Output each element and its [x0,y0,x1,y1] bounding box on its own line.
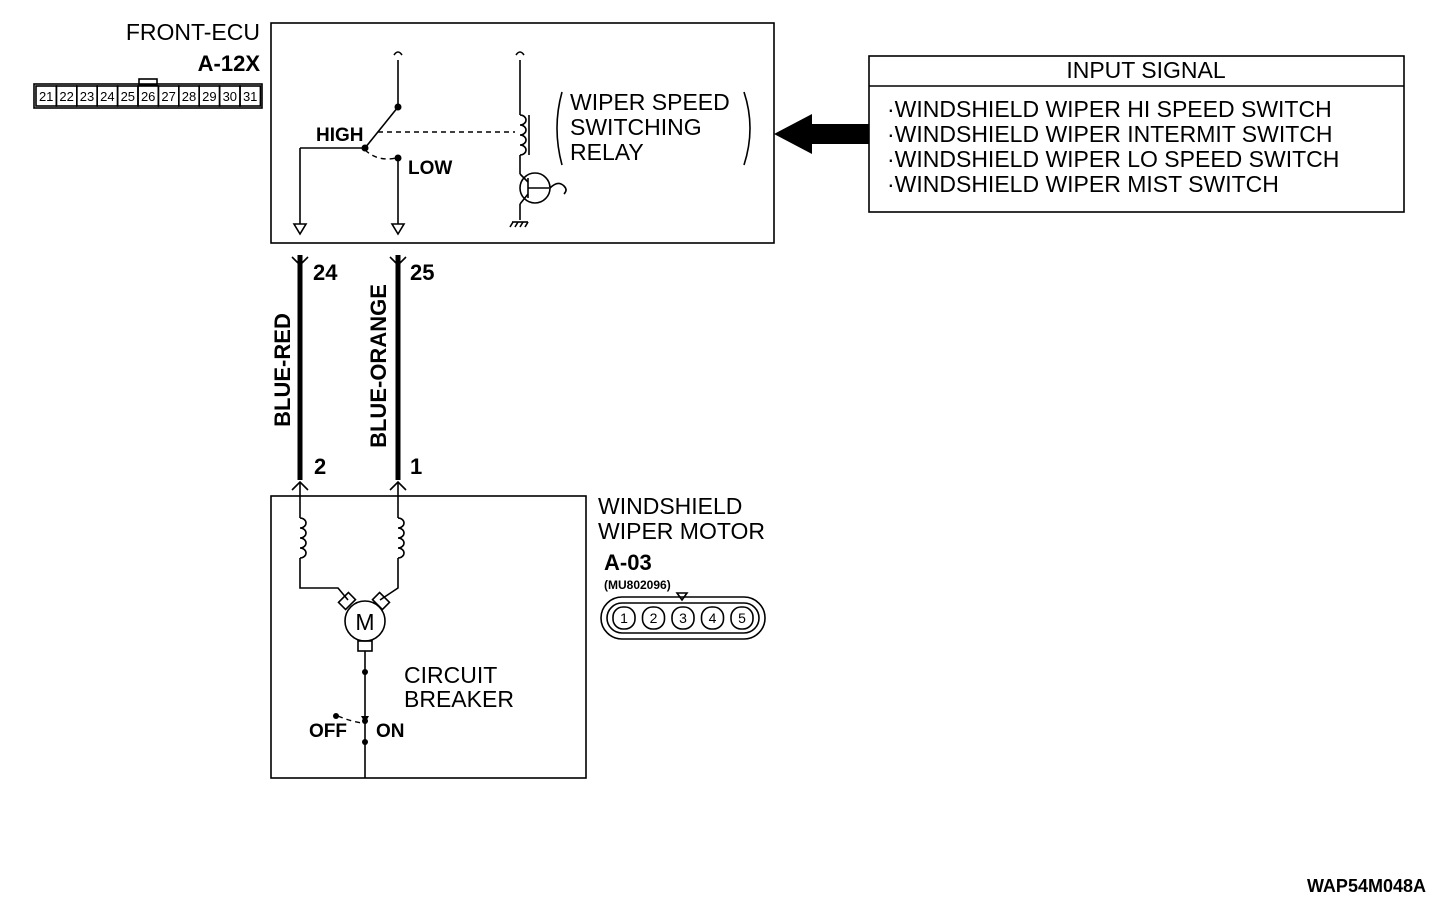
motor-pin-cell [641,606,666,630]
input-signal-arrow [774,114,869,154]
input-signal-box-group: INPUT SIGNAL ·WINDSHIELD WIPER HI SPEED … [868,55,1405,213]
motor-pin-cell [730,606,754,630]
relay-label-paren-left [556,91,563,166]
relay-driver-transistor [519,172,567,205]
relay-label-line-1: WIPER SPEED [570,89,730,115]
ecu-pin-label: 27 [161,89,175,104]
breaker-label-line-2: BREAKER [404,686,514,712]
front-ecu-connector-key [138,78,158,86]
motor-connector-part-number: (MU802096) [604,578,671,592]
input-signal-title: INPUT SIGNAL [1066,57,1226,83]
relay-low-label: LOW [408,158,452,179]
input-signal-item: ·WINDSHIELD WIPER HI SPEED SWITCH [887,96,1332,122]
relay-label-line-3: RELAY [570,139,644,165]
wiper-motor-section: M CIRCUIT BREAKER OFF ON [270,482,587,779]
motor-pin-label: 4 [709,610,717,626]
wiper-motor-box [270,495,587,779]
front-ecu-connector-outline [33,83,263,109]
relay-switch-travel [364,149,397,160]
ecu-pin-25-label: 25 [410,260,434,285]
figure-code: WAP54M048A [1307,876,1426,896]
coil-wire-break-symbol [515,51,525,56]
breaker-off-label: OFF [309,721,347,742]
breaker-label-line-1: CIRCUIT [404,662,497,688]
front-ecu-pin-row: 21 22 23 24 25 26 27 28 29 30 31 [35,85,262,107]
ecu-pin-label: 26 [141,89,155,104]
motor-inductor-right [397,517,405,559]
motor-connector-code: A-03 [604,550,652,575]
wiper-motor-connector-group: WINDSHIELD WIPER MOTOR A-03 (MU802096) 1… [598,493,766,640]
ecu-pin-label: 28 [182,89,196,104]
breaker-on-label: ON [376,721,405,742]
motor-brush-left [337,591,357,611]
relay-label-paren-right [743,91,751,166]
motor-pin-1-label: 1 [410,454,422,479]
breaker-node [362,669,368,675]
motor-brush-bottom [357,640,373,652]
front-ecu-connector-code: A-12X [198,51,261,76]
motor-connector-pins: 1 2 3 4 5 [612,606,754,630]
input-signal-box [868,55,1405,213]
input-signal-item: ·WINDSHIELD WIPER INTERMIT SWITCH [887,121,1333,147]
relay-high-label: HIGH [316,125,364,146]
input-signal-item: ·WINDSHIELD WIPER MIST SWITCH [887,171,1279,197]
motor-pin-cell [700,606,725,630]
motor-connector-inner [606,602,760,634]
ecu-internal-box [270,22,775,244]
breaker-contact-bottom [362,739,368,745]
wire-color-blue-red: BLUE-RED [270,313,295,427]
front-ecu-connector-group: FRONT-ECU A-12X 21 22 23 24 25 26 27 28 29 30 31 [33,19,263,109]
motor-pin-cell [671,606,695,630]
front-ecu-label: FRONT-ECU [126,19,260,45]
motor-pin-label: 2 [650,610,658,626]
harness-wires: 24 25 BLUE-RED BLUE-ORANGE 2 1 [270,255,434,491]
motor-pin-label: 1 [620,610,628,626]
motor-symbol-label: M [355,609,374,635]
motor-wire-left [299,558,349,601]
relay-label-line-2: SWITCHING [570,114,702,140]
motor-pin-2-label: 2 [314,454,326,479]
motor-pin-cell [612,606,636,630]
motor-wire-right [379,558,399,601]
ecu-pin-label: 22 [59,89,73,104]
ecu-relay-section: HIGH LOW [270,22,775,244]
pin25-terminal-arrow [390,223,406,236]
relay-switch-arm [364,106,399,149]
ecu-pin-label: 31 [243,89,257,104]
wire-break-symbol [393,51,403,56]
motor-name-line-2: WIPER MOTOR [598,518,765,544]
motor-inductor-left [299,517,307,559]
motor-connector-outer [600,596,766,640]
ecu-pin-label: 25 [121,89,135,104]
input-signal-item: ·WINDSHIELD WIPER LO SPEED SWITCH [887,146,1339,172]
ecu-pin-24-label: 24 [313,260,338,285]
motor-name-line-1: WINDSHIELD [598,493,742,519]
breaker-off-contact [333,713,339,719]
relay-coil [519,114,527,156]
ecu-pin-label: 30 [223,89,237,104]
ground-symbol [509,221,529,228]
wire-color-blue-orange: BLUE-ORANGE [366,284,391,448]
ecu-pin-label: 29 [202,89,216,104]
ecu-pin-label: 24 [100,89,114,104]
breaker-travel [337,715,364,724]
breaker-contact-arrow [361,716,369,723]
pin24-terminal-arrow [292,223,308,236]
motor-pin-label: 3 [679,610,687,626]
ecu-pin-label: 21 [39,89,53,104]
motor-pin-label: 5 [738,610,746,626]
ecu-pin-cell [239,85,262,107]
motor-connector-key [675,592,689,602]
ecu-pin-label: 23 [80,89,94,104]
